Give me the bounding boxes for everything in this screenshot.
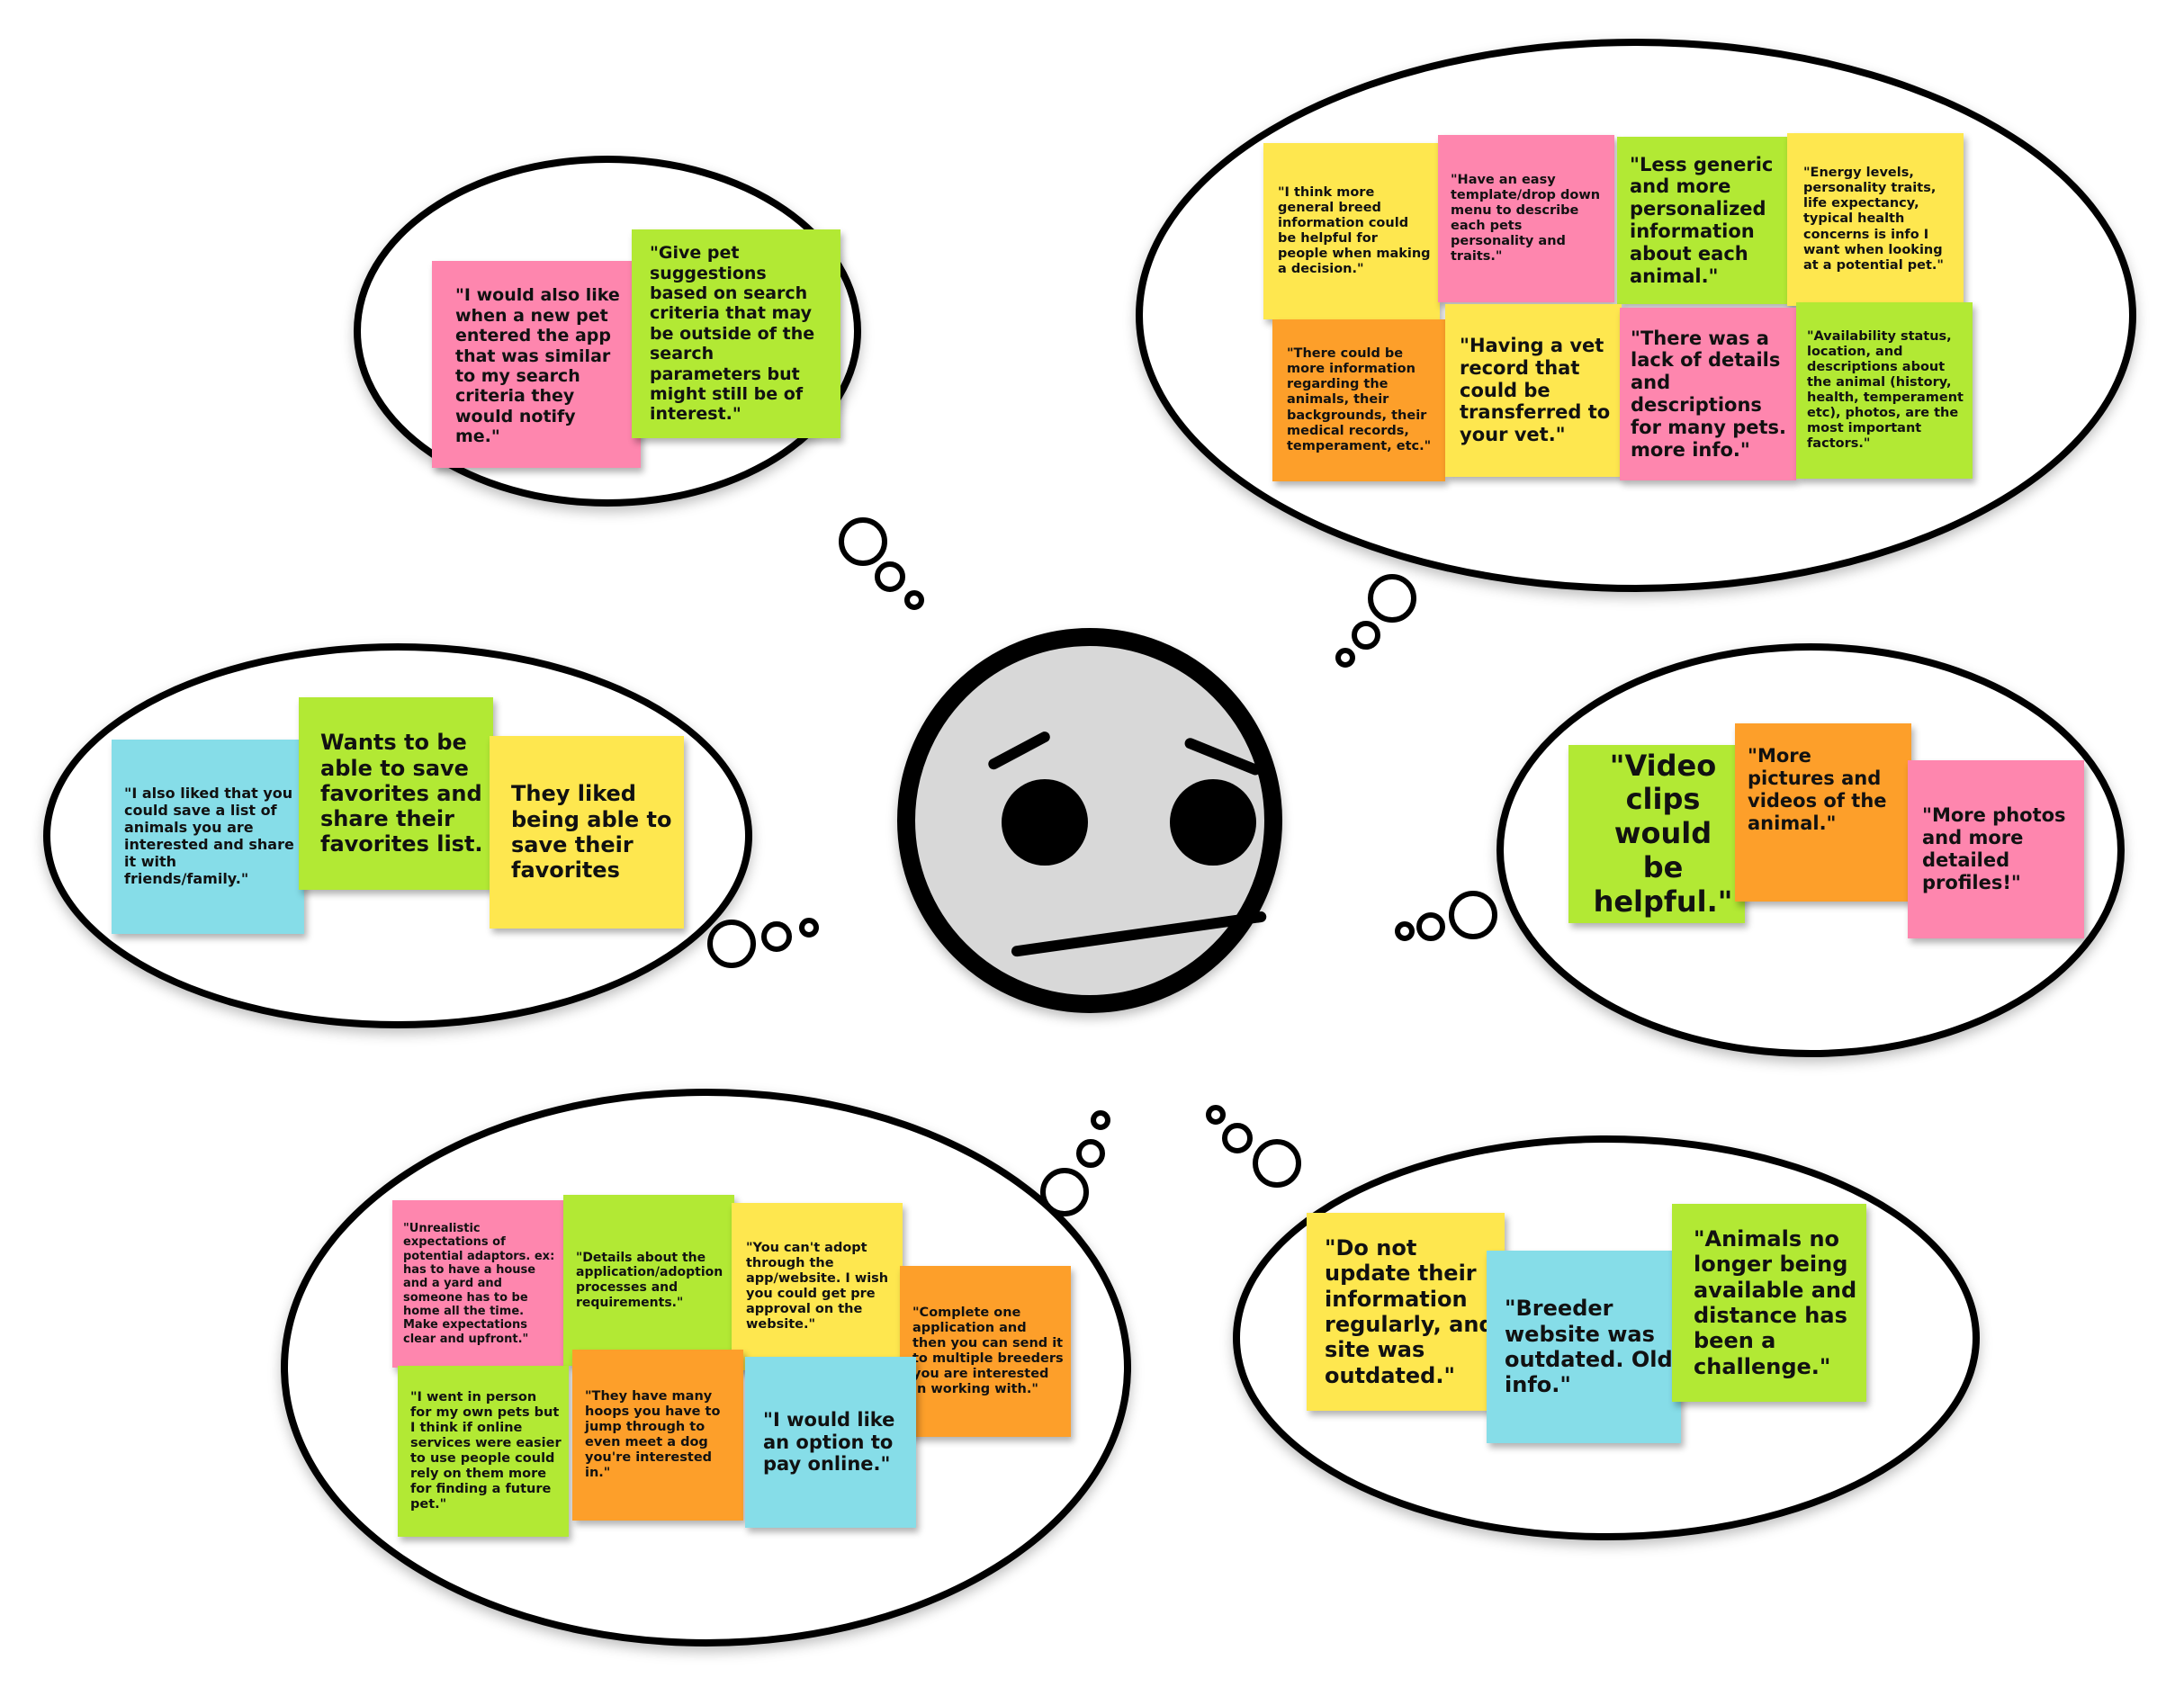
sticky-note: "Availability status, location, and desc…	[1796, 302, 1973, 479]
thought-dot	[1091, 1110, 1110, 1130]
sticky-note: "Details about the application/adoption …	[563, 1195, 734, 1366]
sticky-note: "There could be more information regardi…	[1272, 319, 1445, 481]
thought-dot	[839, 517, 887, 566]
left-eye	[1002, 779, 1088, 866]
thought-dot	[1222, 1123, 1253, 1153]
sticky-note: "I would also like when a new pet entere…	[432, 261, 641, 468]
thought-dot	[1416, 912, 1445, 941]
worried-face-icon	[897, 628, 1282, 1013]
thought-dot	[1449, 891, 1497, 939]
sticky-note: "Do not update their information regular…	[1307, 1213, 1505, 1411]
thought-dot	[1335, 648, 1355, 668]
thought-dot	[761, 921, 792, 952]
sticky-note: "Having a vet record that could be trans…	[1445, 304, 1622, 477]
sticky-note: "More photos and more detailed profiles!…	[1908, 760, 2084, 938]
thought-dot	[904, 590, 924, 610]
sticky-note: "Animals no longer being available and d…	[1672, 1204, 1866, 1402]
sticky-note: They liked being able to save their favo…	[490, 736, 684, 929]
sticky-note: "They have many hoops you have to jump t…	[572, 1350, 743, 1521]
sticky-note: "Give pet suggestions based on search cr…	[632, 229, 840, 438]
sticky-note: "Have an easy template/drop down menu to…	[1438, 135, 1614, 302]
sticky-note: "Energy levels, personality traits, life…	[1787, 133, 1964, 306]
sticky-note: "More pictures and videos of the animal.…	[1735, 723, 1911, 902]
right-eye	[1170, 779, 1256, 866]
left-eyebrow	[986, 730, 1052, 772]
thought-dot	[799, 918, 819, 938]
sticky-note: "Unrealistic expectations of potential a…	[392, 1200, 563, 1368]
sticky-note: "I think more general breed information …	[1263, 143, 1440, 319]
sticky-note: "I would like an option to pay online."	[745, 1357, 916, 1528]
sticky-note: Wants to be able to save favorites and s…	[299, 697, 493, 890]
sticky-note: "Less generic and more personalized info…	[1617, 137, 1793, 304]
sticky-note: "I went in person for my own pets but I …	[398, 1366, 569, 1537]
sticky-note: "Complete one application and then you c…	[900, 1266, 1071, 1437]
sticky-note: "Breeder website was outdated. Old info.…	[1487, 1251, 1681, 1443]
thought-dot	[1076, 1139, 1105, 1168]
mouth	[1011, 911, 1268, 957]
sticky-note: "Video clips would be helpful."	[1568, 745, 1745, 923]
thought-dot	[1352, 621, 1380, 650]
sticky-note: "There was a lack of details and descrip…	[1620, 308, 1796, 480]
thought-dot	[1368, 574, 1416, 623]
thought-dot	[1206, 1105, 1226, 1125]
right-eyebrow	[1182, 736, 1263, 777]
sticky-note: "You can't adopt through the app/website…	[732, 1203, 903, 1370]
thought-dot	[1395, 921, 1415, 941]
thought-dot	[875, 561, 905, 592]
thought-dot	[707, 920, 756, 968]
sticky-note: "I also liked that you could save a list…	[112, 740, 304, 934]
thought-dot	[1253, 1139, 1301, 1188]
thought-dot	[1040, 1168, 1089, 1216]
